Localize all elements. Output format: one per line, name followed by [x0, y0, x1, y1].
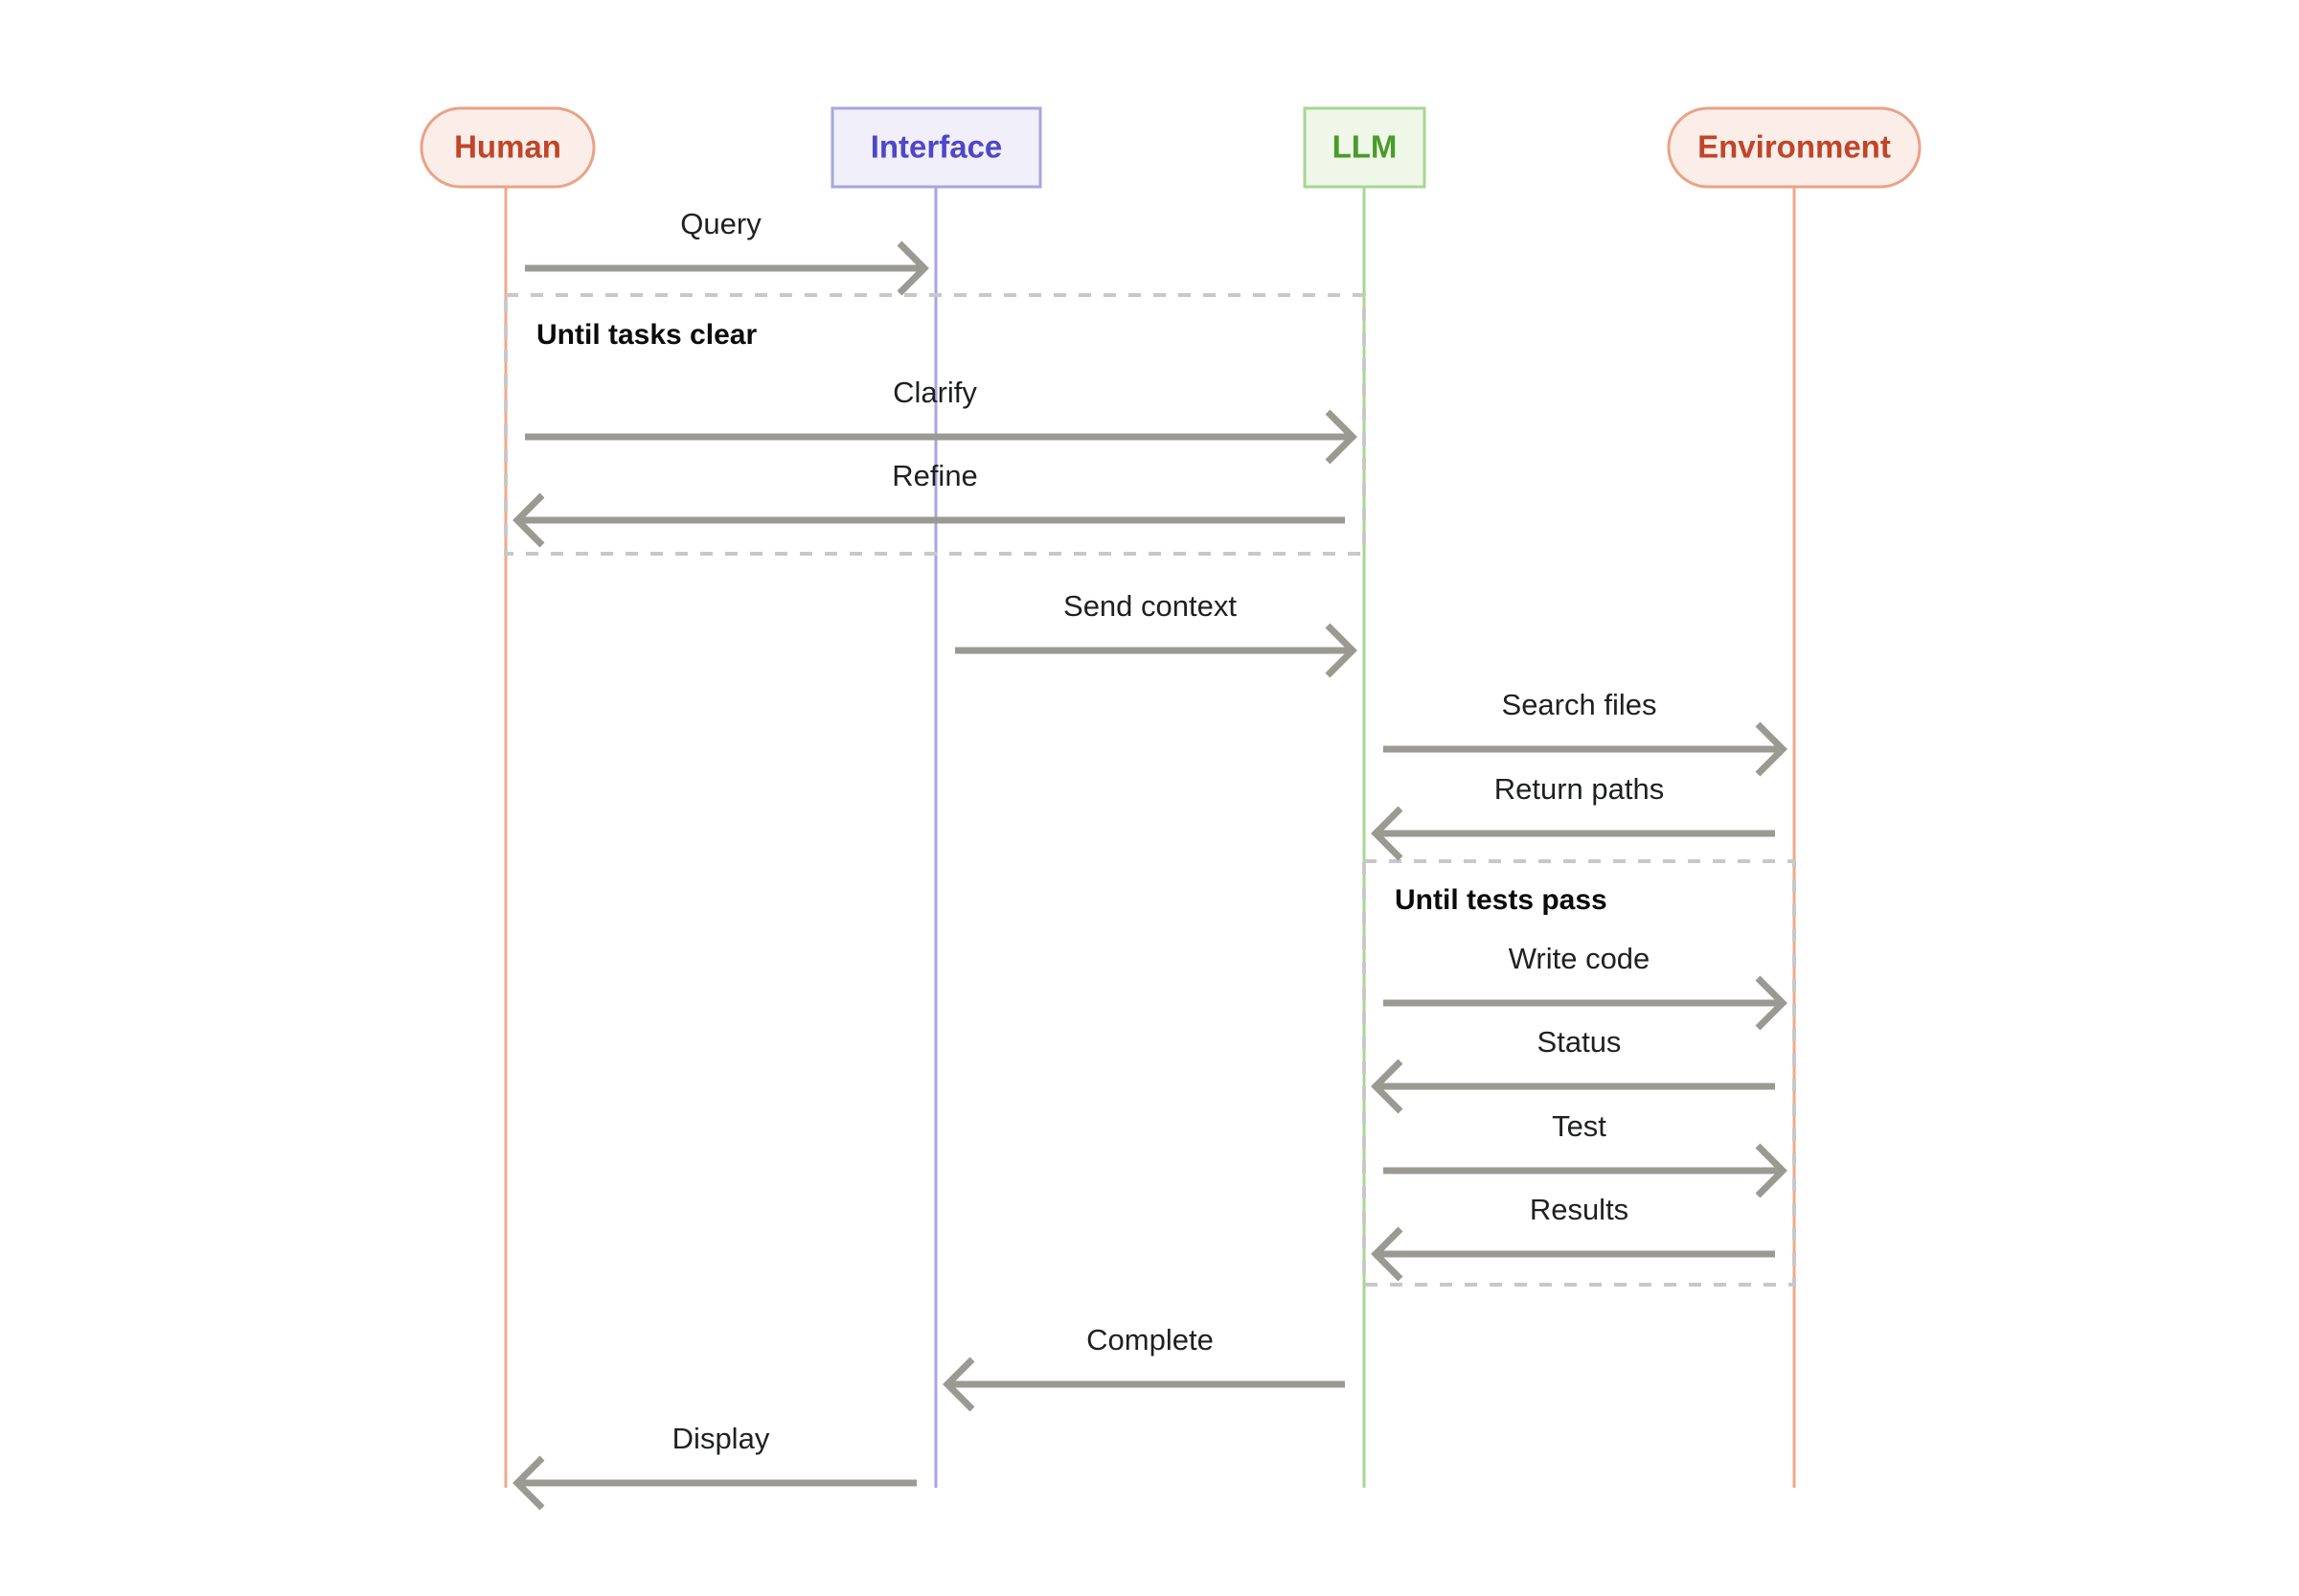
message-write-code: Write code: [1383, 942, 1787, 1031]
participant-box[interactable]: [831, 106, 1042, 189]
message-label: Query: [680, 207, 762, 240]
message-arrowhead: [512, 492, 545, 548]
message-label: Status: [1537, 1025, 1622, 1059]
message-query: Query: [525, 207, 929, 296]
message-complete: Complete: [943, 1323, 1345, 1412]
message-status: Status: [1371, 1025, 1775, 1114]
message-search-files: Search files: [1383, 688, 1787, 777]
loop-title: Until tests pass: [1395, 884, 1607, 916]
message-clarify: Clarify: [525, 376, 1357, 465]
participants-layer: Human Interface LLM Environment: [420, 106, 1922, 189]
participant-environment[interactable]: Environment: [1667, 106, 1922, 189]
message-arrowhead: [1371, 1059, 1403, 1114]
loop-until-tests-pass: Until tests pass: [1362, 859, 1796, 1287]
message-send-context: Send context: [955, 589, 1357, 678]
message-label: Display: [672, 1422, 770, 1455]
message-label: Complete: [1086, 1323, 1214, 1357]
message-arrowhead: [897, 240, 929, 296]
participant-box[interactable]: [1667, 106, 1922, 189]
loop-box-border: [504, 293, 1366, 556]
message-display: Display: [512, 1422, 917, 1511]
participant-box[interactable]: [1303, 106, 1426, 189]
loop-title: Until tasks clear: [536, 319, 757, 351]
participant-llm[interactable]: LLM: [1303, 106, 1426, 189]
lifelines-layer: [504, 187, 1796, 1488]
participant-label: LLM: [1332, 129, 1398, 165]
loop-until-tasks-clear: Until tasks clear: [504, 293, 1366, 556]
message-label: Write code: [1509, 942, 1650, 975]
message-arrowhead: [1371, 1226, 1403, 1282]
participant-box[interactable]: [420, 106, 596, 189]
message-arrowhead: [1371, 806, 1403, 861]
message-refine: Refine: [512, 459, 1345, 548]
message-arrowhead: [1755, 975, 1787, 1031]
message-label: Clarify: [893, 376, 977, 409]
loop-box-border: [1362, 859, 1796, 1287]
message-test: Test: [1383, 1109, 1787, 1198]
message-label: Refine: [892, 459, 978, 492]
message-results: Results: [1371, 1193, 1775, 1282]
message-arrowhead: [512, 1455, 545, 1511]
message-label: Search files: [1502, 688, 1657, 721]
participant-human[interactable]: Human: [420, 106, 596, 189]
message-arrowhead: [1755, 721, 1787, 777]
participant-label: Interface: [871, 129, 1003, 165]
message-label: Test: [1552, 1109, 1606, 1143]
message-return-paths: Return paths: [1371, 772, 1775, 861]
message-label: Send context: [1063, 589, 1237, 623]
participant-label: Environment: [1697, 129, 1891, 165]
participant-label: Human: [454, 129, 561, 165]
message-arrowhead: [1755, 1143, 1787, 1198]
message-label: Return paths: [1494, 772, 1665, 806]
participant-interface[interactable]: Interface: [831, 106, 1042, 189]
message-arrowhead: [1325, 623, 1357, 678]
message-arrowhead: [943, 1357, 975, 1412]
message-label: Results: [1530, 1193, 1628, 1226]
message-arrowhead: [1325, 409, 1357, 465]
